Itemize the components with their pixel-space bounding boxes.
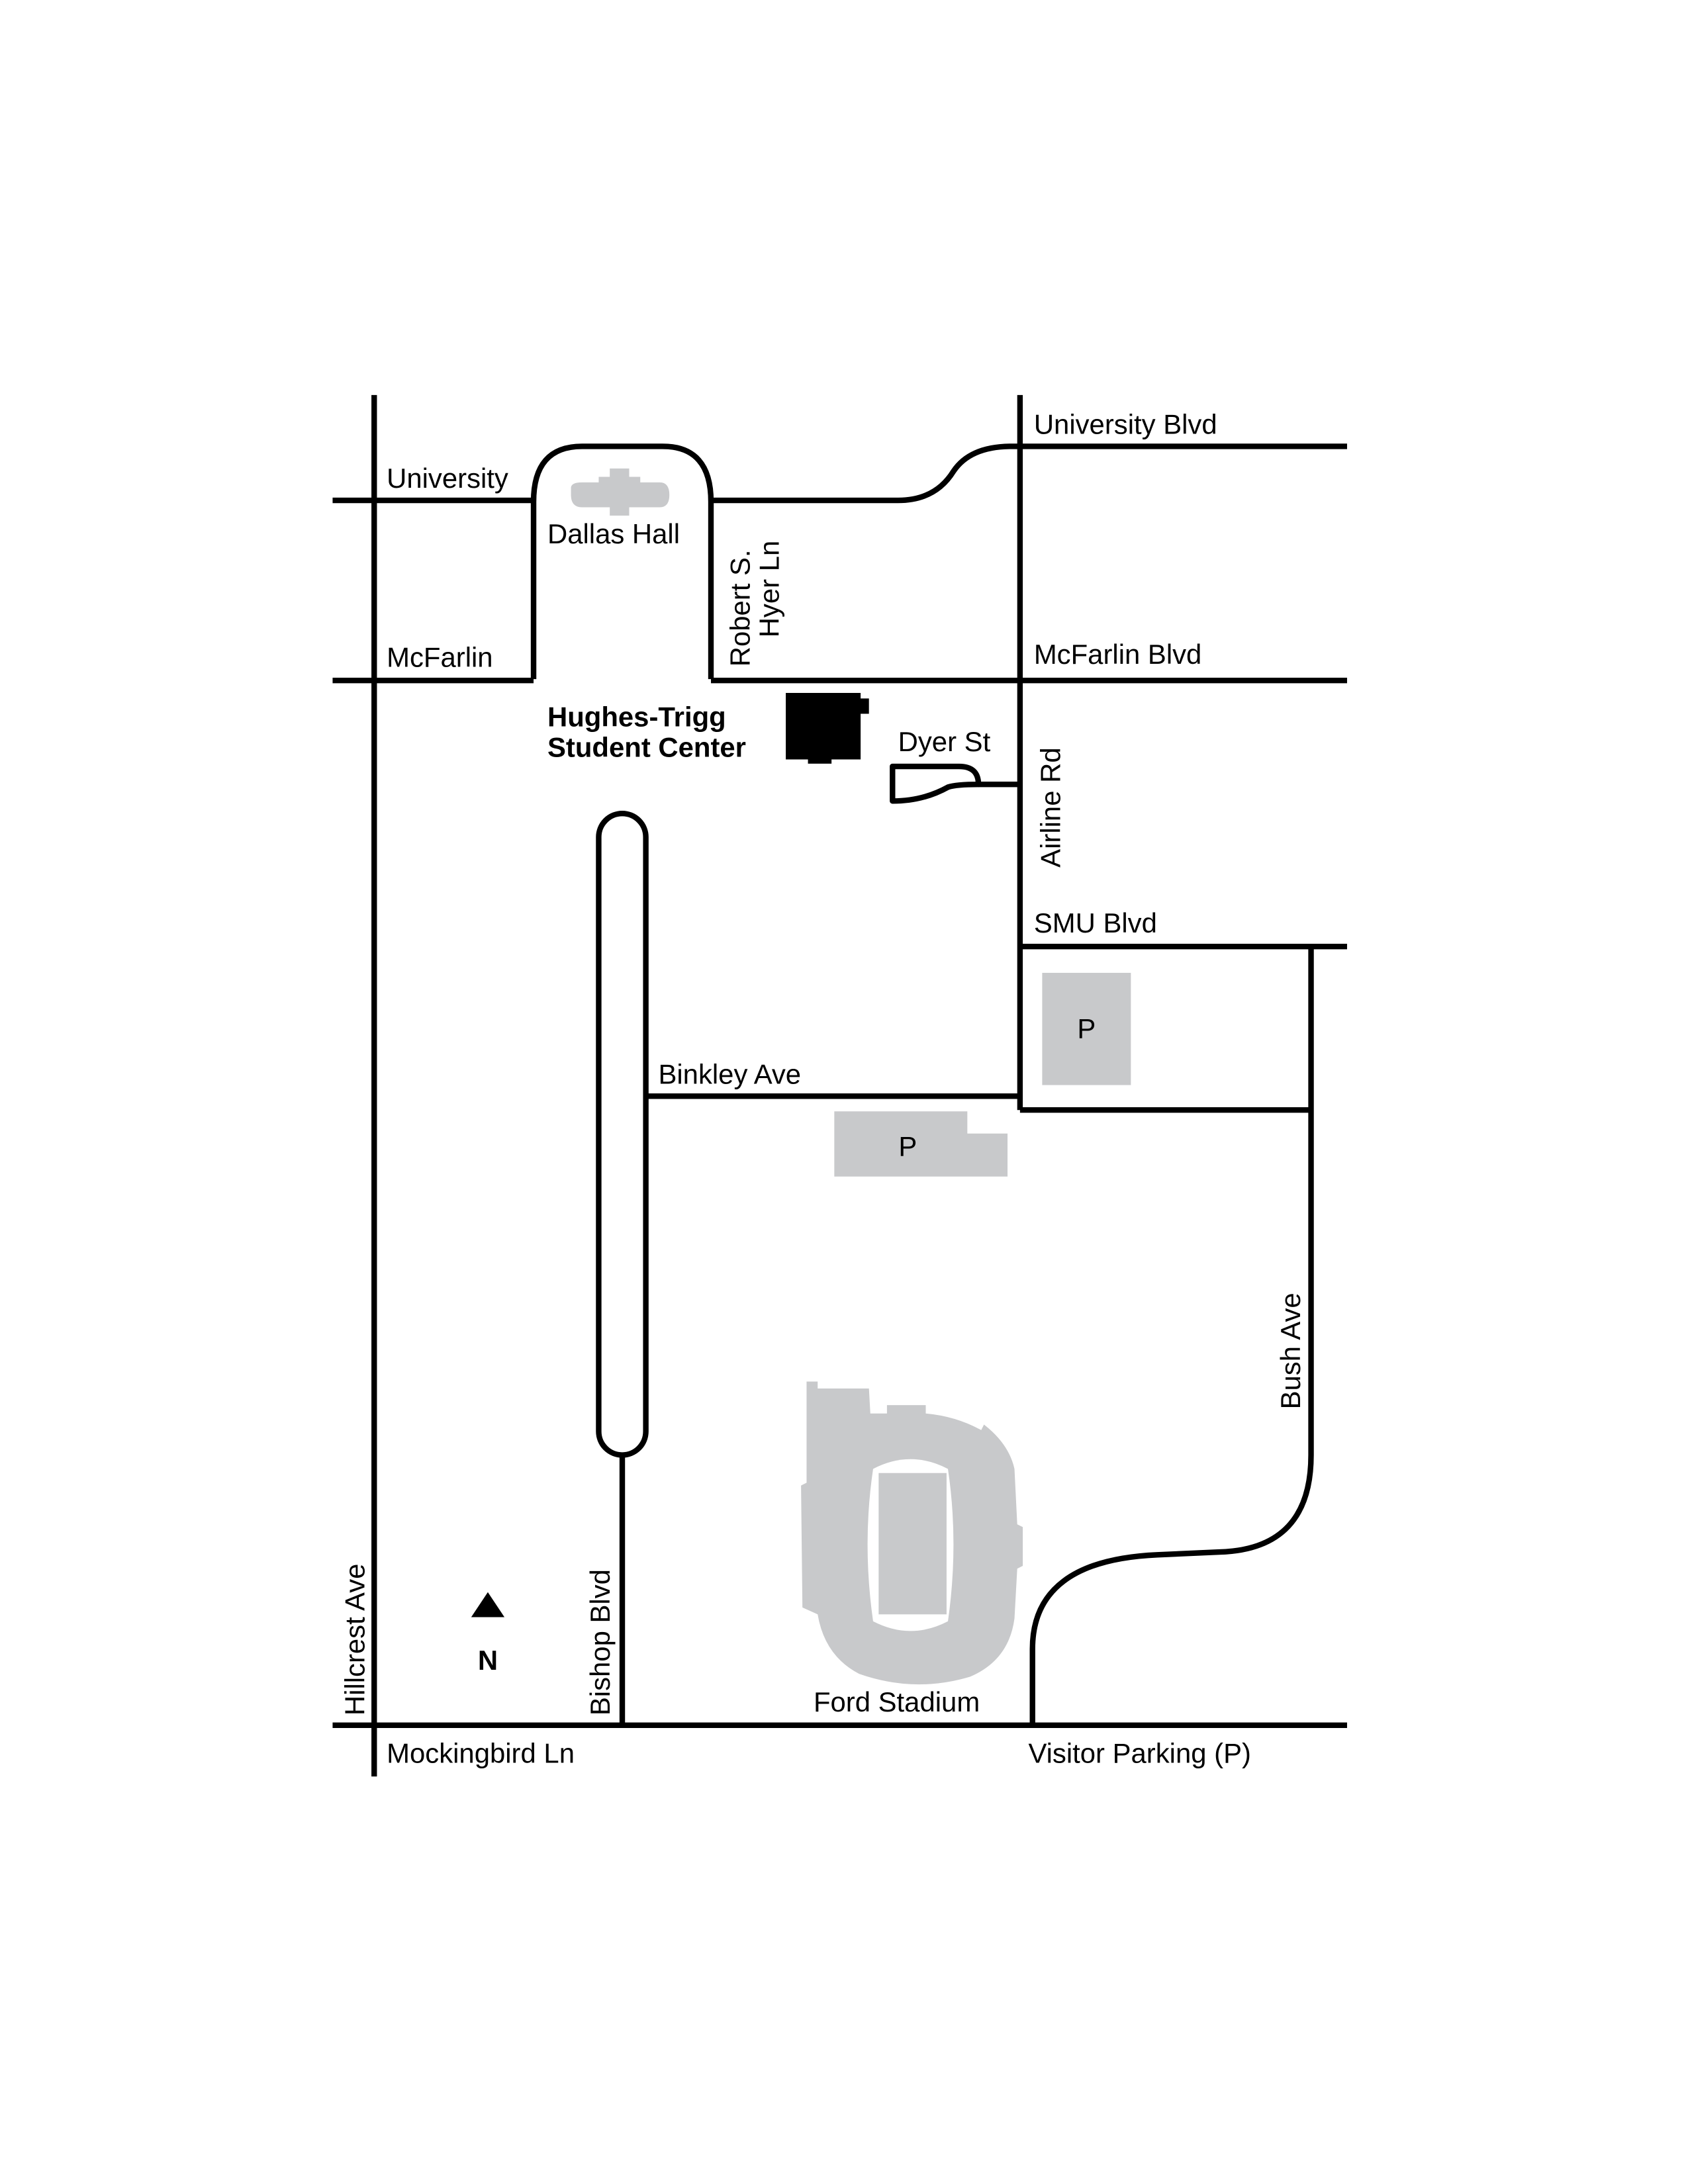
- north-label: N: [478, 1645, 498, 1676]
- label-university: University: [387, 463, 508, 494]
- stadium-field: [878, 1473, 947, 1615]
- label-parking-1: P: [1077, 1013, 1096, 1044]
- label-airline-rd: Airline Rd: [1035, 747, 1066, 867]
- label-mockingbird-ln: Mockingbird Ln: [387, 1737, 575, 1768]
- label-bishop-blvd: Bishop Blvd: [585, 1569, 616, 1715]
- north-arrow-icon: [471, 1592, 505, 1617]
- parking-lot-binkley[interactable]: [834, 1111, 1008, 1177]
- dallas-hall-loop-road: [530, 443, 714, 680]
- label-visitor-parking: Visitor Parking (P): [1028, 1737, 1251, 1768]
- label-smu-blvd: SMU Blvd: [1034, 907, 1157, 938]
- label-ford-stadium: Ford Stadium: [814, 1686, 980, 1717]
- university-blvd-road: [711, 443, 1347, 504]
- label-mcfarlin-blvd: McFarlin Blvd: [1034, 639, 1202, 670]
- label-hughes-trigg-1: Hughes-Trigg: [547, 701, 726, 732]
- label-hyer-ln: Hyer Ln: [754, 541, 785, 638]
- label-dyer-st: Dyer St: [898, 726, 991, 757]
- dallas-hall-building: [571, 468, 670, 516]
- label-university-blvd: University Blvd: [1034, 409, 1217, 440]
- label-parking-2: P: [898, 1130, 917, 1161]
- label-mcfarlin: McFarlin: [387, 641, 492, 672]
- label-hillcrest-ave: Hillcrest Ave: [340, 1564, 371, 1716]
- parking-lot-smu-blvd[interactable]: [1042, 972, 1131, 1085]
- label-dallas-hall: Dallas Hall: [547, 518, 680, 549]
- label-robert-s: Robert S.: [725, 549, 756, 666]
- label-hughes-trigg-2: Student Center: [547, 731, 746, 762]
- dyer-st-cul-de-sac: [890, 763, 982, 804]
- hughes-trigg-building[interactable]: [786, 693, 869, 764]
- label-bush-ave: Bush Ave: [1275, 1293, 1306, 1409]
- label-binkley-ave: Binkley Ave: [658, 1058, 801, 1089]
- bush-ave-road: [1029, 946, 1314, 1725]
- bishop-blvd-loop-road: [596, 811, 649, 1458]
